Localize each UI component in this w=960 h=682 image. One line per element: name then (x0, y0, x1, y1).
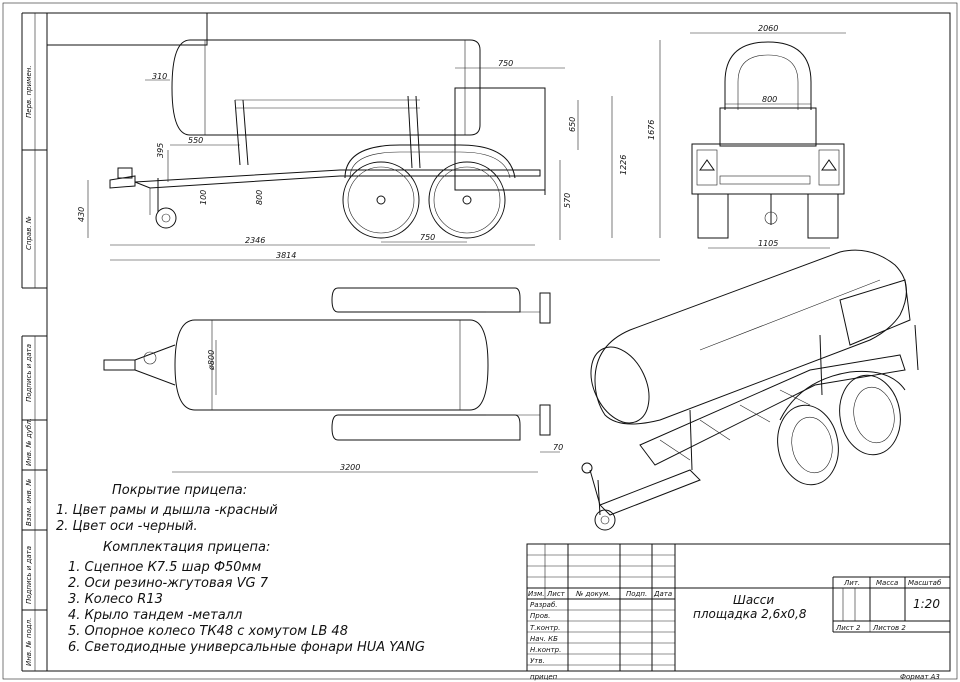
dim-430: 430 (77, 207, 86, 222)
kit-item-3: 3. Колесо R13 (68, 592, 163, 607)
row-tkontr: Т.контр. (530, 624, 560, 632)
dim-800-top: 800 (762, 95, 777, 104)
drawing-name-line-1: Шасси (733, 593, 774, 607)
top-view (103, 287, 560, 473)
header-lit: Лит. (843, 579, 860, 587)
dim-750-top: 750 (498, 59, 513, 68)
dim-570: 570 (563, 193, 572, 208)
sheet-number: Лист 2 (835, 624, 861, 632)
dim-2060: 2060 (758, 24, 778, 33)
col-doc: № докум. (575, 590, 611, 598)
isometric-view (581, 249, 919, 531)
row-razrab: Разраб. (530, 601, 558, 609)
coating-item-2: 2. Цвет оси -черный. (56, 519, 198, 534)
top-view-dimensions: ø800 3200 70 (207, 350, 563, 472)
kit-item-2: 2. Оси резино-жгутовая VG 7 (68, 576, 269, 591)
header-massa: Масса (876, 579, 898, 587)
podp-data-label-2: Подпись и дата (25, 546, 33, 604)
dim-phi800: ø800 (207, 350, 216, 371)
dim-1105: 1105 (758, 239, 778, 248)
dim-1226: 1226 (619, 155, 628, 175)
dim-550: 550 (188, 136, 203, 145)
dim-650: 650 (568, 117, 577, 132)
sidebar-labels: Перв. примен. Справ. № Подпись и дата Ин… (25, 65, 33, 666)
kit-item-4: 4. Крыло тандем -металл (68, 608, 242, 623)
sheets-total: Листов 2 (872, 624, 906, 632)
podp-data-label-1: Подпись и дата (25, 344, 33, 402)
title-block (526, 543, 951, 672)
col-podp: Подп. (626, 590, 647, 598)
row-utv: Утв. (530, 657, 545, 665)
dim-100: 100 (199, 190, 208, 205)
dim-3200: 3200 (340, 463, 360, 472)
format-label: Формат А3 (900, 673, 940, 681)
coating-heading: Покрытие прицепа: (112, 483, 247, 498)
col-list: Лист (546, 590, 566, 598)
coating-item-1: 1. Цвет рамы и дышла -красный (56, 503, 278, 518)
kit-item-5: 5. Опорное колесо ТК48 с хомутом LB 48 (68, 624, 348, 639)
dim-3814: 3814 (276, 251, 296, 260)
inv-dubl-label: Инв. № дубл. (25, 418, 33, 466)
kit-item-6: 6. Светодиодные универсальные фонари HUA… (68, 640, 425, 655)
kit-heading: Комплектация прицепа: (103, 540, 270, 555)
kit-item-1: 1. Сцепное К7.5 шар Ф50мм (68, 560, 261, 575)
dim-1676: 1676 (647, 120, 656, 140)
row-nkontr: Н.контр. (530, 646, 561, 654)
dim-750-axle: 750 (420, 233, 435, 242)
rear-view-dimensions: 2060 800 1105 (758, 24, 778, 248)
rear-view (690, 32, 846, 249)
dim-2346: 2346 (245, 236, 265, 245)
row-prov: Пров. (530, 612, 550, 620)
sprav-label: Справ. № (25, 216, 33, 250)
vzam-inv-label: Взам. инв. № (25, 478, 33, 526)
side-view-dimensions: 310 550 395 750 650 1226 1676 430 100 80… (77, 59, 656, 260)
dim-310: 310 (152, 72, 167, 81)
title-block-text: Изм. Лист № докум. Подп. Дата Разраб. Пр… (528, 579, 942, 681)
side-view (87, 39, 661, 261)
scale-value: 1:20 (913, 597, 940, 611)
notes-block: Покрытие прицепа: 1. Цвет рамы и дышла -… (56, 483, 425, 655)
col-data: Дата (653, 590, 672, 598)
dim-70: 70 (553, 443, 563, 452)
row-nach: Нач. КБ (530, 635, 558, 643)
perv-primen-label: Перв. примен. (25, 65, 33, 118)
bottom-label: прицеп (530, 673, 558, 681)
header-masshtab: Масштаб (908, 579, 942, 587)
dim-395: 395 (156, 143, 165, 158)
inv-podl-label: Инв. № подл. (25, 618, 33, 666)
dim-800-small: 800 (255, 190, 264, 205)
col-izm: Изм. (528, 590, 544, 598)
drawing-name-line-2: площадка 2,6х0,8 (693, 607, 807, 621)
